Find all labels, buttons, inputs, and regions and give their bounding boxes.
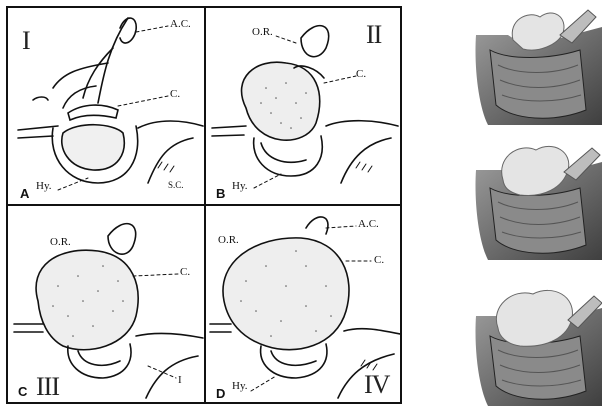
panel-d-label-or: O.R. <box>218 234 239 246</box>
panel-b: II B O.R. C. Hy. <box>204 6 402 206</box>
panel-b-label-or: O.R. <box>252 26 273 38</box>
panel-a-label-ac: A.C. <box>170 18 191 30</box>
panel-a: I A A.C. C. Hy. S.C. <box>6 6 206 206</box>
stage-2-illustration <box>468 140 602 260</box>
panel-c-label-or: O.R. <box>50 236 71 248</box>
panel-d-roman-numeral: IV <box>364 370 389 400</box>
panel-b-label-hy: Hy. <box>232 180 247 192</box>
stage-3-illustration <box>468 286 602 406</box>
panel-b-label-c: C. <box>356 68 366 80</box>
panel-a-label-c: C. <box>170 88 180 100</box>
panel-a-drawing <box>8 8 206 206</box>
panel-a-letter: A <box>20 186 29 201</box>
panel-c-letter: C <box>18 384 27 399</box>
panel-d: IV D O.R. A.C. C. Hy. <box>204 204 402 404</box>
stage-1-illustration <box>468 5 602 125</box>
panel-c-label-i: I <box>178 374 182 386</box>
panel-b-roman-numeral: II <box>366 20 381 50</box>
panel-c-label-c: C. <box>180 266 190 278</box>
panel-c: III C O.R. C. I <box>6 204 206 404</box>
panel-b-letter: B <box>216 186 225 201</box>
panel-d-label-hy: Hy. <box>232 380 247 392</box>
panel-d-letter: D <box>216 386 225 401</box>
panel-d-label-c: C. <box>374 254 384 266</box>
panel-d-label-ac: A.C. <box>358 218 379 230</box>
panel-a-label-hy: Hy. <box>36 180 51 192</box>
panel-a-label-small: S.C. <box>168 180 184 190</box>
panel-a-roman-numeral: I <box>22 26 30 56</box>
panel-c-roman-numeral: III <box>36 372 59 402</box>
